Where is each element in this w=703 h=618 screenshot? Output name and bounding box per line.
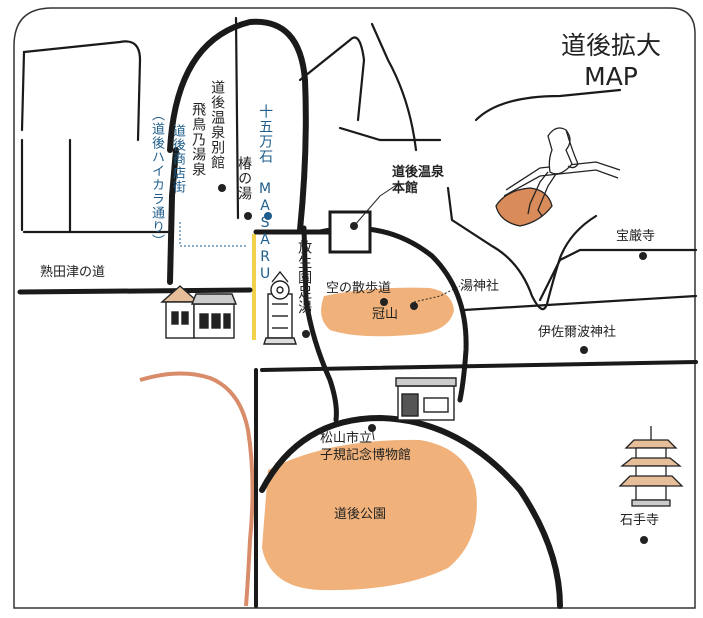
label-shotengai: 道後商店街	[169, 124, 185, 194]
dot-masaru	[264, 212, 272, 220]
dot-shiki	[368, 424, 376, 432]
road-north-curve	[167, 18, 309, 233]
museum-building-icon	[395, 377, 457, 421]
station-building-icon	[160, 285, 238, 339]
label-houseien: 放生園足湯	[296, 240, 313, 315]
label-isaniwa: 伊佐爾波神社	[538, 325, 617, 340]
dot-sora-no-sanpomichi	[380, 298, 388, 306]
label-kanmuriyama: 冠山	[372, 307, 399, 322]
road-lower-arc	[259, 414, 563, 609]
road-west-vertical	[167, 147, 179, 285]
map-title-line1: 道後拡大	[560, 31, 661, 60]
label-dogo-onsen-bekkan: 道後温泉別館	[209, 80, 226, 170]
dot-yujinja	[410, 302, 418, 310]
label-nikitatsu: 熟田津の道	[40, 265, 106, 280]
dot-hogonji	[639, 252, 647, 260]
dot-honkan	[350, 222, 358, 230]
dot-dogo-onsen-bekkan	[218, 184, 226, 192]
label-masaru: 十五万石 MASARU	[257, 104, 274, 283]
dogo-onsen-honkan-building	[328, 210, 372, 254]
label-shotengai-sub: （道後ハイカラ通り）	[148, 108, 164, 248]
road-loop	[317, 225, 469, 403]
dot-ishiteji	[640, 536, 648, 544]
dogo-park-area	[262, 439, 477, 591]
label-shiki-2: 子規記念博物館	[320, 448, 412, 463]
road-center-vertical	[301, 225, 339, 423]
road-mid-horizontal	[260, 360, 698, 372]
label-ishiteji: 石手寺	[620, 513, 660, 528]
dot-isaniwa	[580, 346, 588, 354]
map-title: 道後拡大 MAP	[546, 30, 676, 93]
label-shiki-1: 松山市立	[320, 431, 373, 446]
pagoda-icon	[618, 426, 684, 507]
label-yujinja: 湯神社	[460, 279, 500, 294]
pointer-honkan	[353, 183, 399, 227]
label-dogo-park: 道後公園	[334, 507, 387, 522]
clock-tower-icon	[263, 270, 297, 345]
road-nikitatsu	[17, 287, 253, 295]
dot-houseien	[302, 330, 310, 338]
dot-tsubaki-no-yu	[244, 212, 252, 220]
kanmuriyama-area	[321, 287, 454, 337]
label-asuka-no-yu: 飛鳥乃湯泉	[190, 102, 207, 177]
pointer-shotengai	[179, 222, 248, 247]
pointer-yujinja	[413, 285, 461, 303]
map-title-line2: MAP	[584, 62, 638, 92]
label-honkan-2: 本館	[392, 181, 419, 196]
label-sora-no-sanpomichi: 空の散歩道	[326, 281, 392, 296]
map-frame	[13, 7, 696, 609]
label-tsubaki-no-yu: 椿の湯	[236, 156, 253, 201]
river	[139, 371, 255, 607]
girl-on-bridge-illustration	[495, 127, 621, 227]
label-hogonji: 宝厳寺	[616, 229, 656, 244]
label-honkan-1: 道後温泉	[392, 165, 445, 180]
